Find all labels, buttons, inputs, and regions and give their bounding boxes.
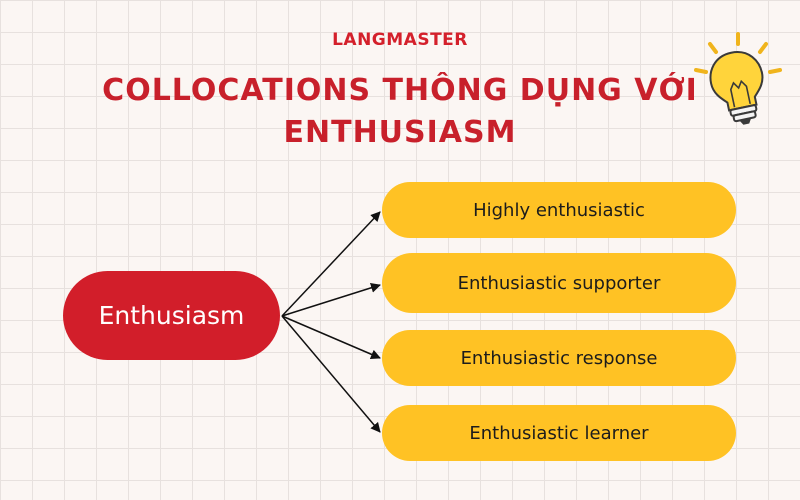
leaf-node-label: Enthusiastic learner <box>469 422 649 444</box>
leaf-node-label: Enthusiastic response <box>460 347 658 369</box>
connector-arrow <box>281 282 381 317</box>
center-node: Enthusiasm <box>63 271 280 360</box>
connector-arrow <box>281 315 381 360</box>
brand-logo: LANGMASTER <box>332 30 468 50</box>
connector-arrow <box>281 315 381 433</box>
connector-arrow <box>281 211 381 317</box>
leaf-node-label: Enthusiastic supporter <box>457 272 661 294</box>
title-line-1: COLLOCATIONS THÔNG DỤNG VỚI <box>102 73 698 108</box>
title-line-2: ENTHUSIASM <box>283 115 517 150</box>
lightbulb-icon <box>694 32 782 125</box>
leaf-node: Highly enthusiastic <box>382 182 736 238</box>
page-title: COLLOCATIONS THÔNG DỤNG VỚI ENTHUSIASM <box>100 70 700 154</box>
leaf-node: Enthusiastic supporter <box>382 253 736 313</box>
leaf-node: Enthusiastic learner <box>382 405 736 461</box>
leaf-node: Enthusiastic response <box>382 330 736 386</box>
center-node-label: Enthusiasm <box>98 301 245 330</box>
leaf-node-label: Highly enthusiastic <box>473 199 645 221</box>
